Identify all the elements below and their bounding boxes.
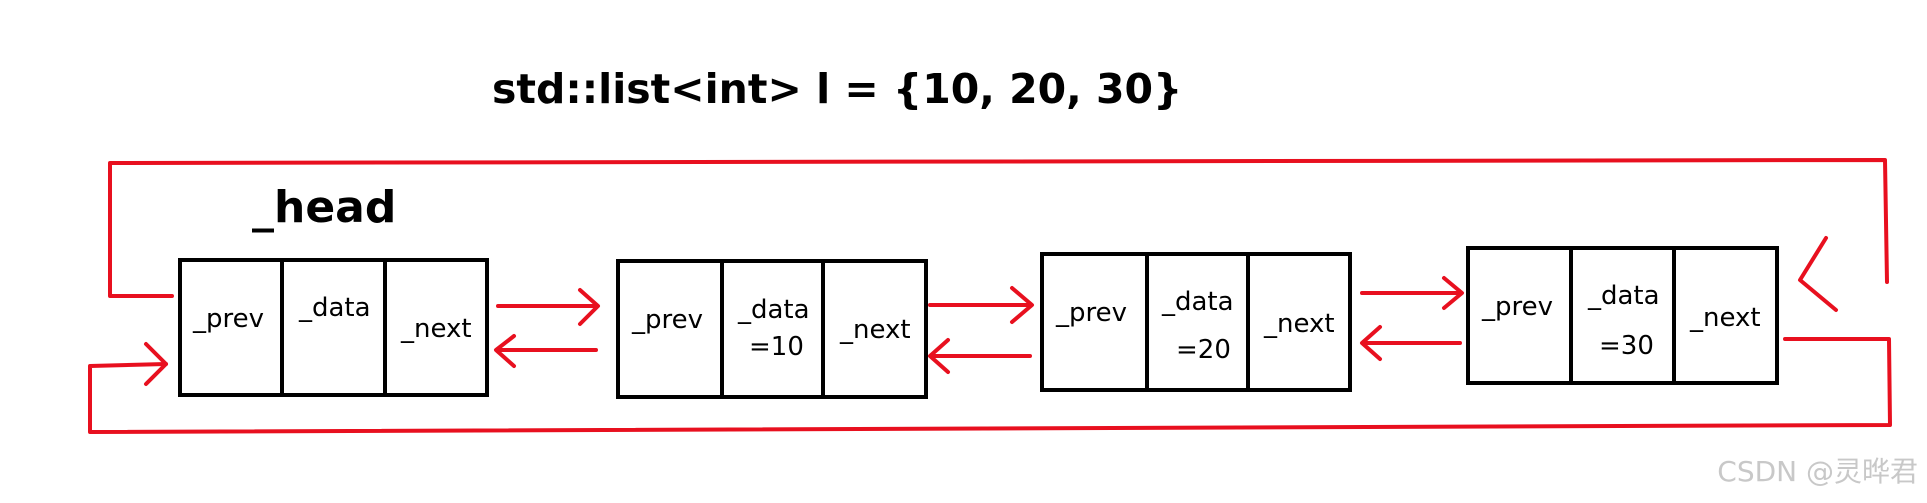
node-1: _prev _data =10 _next [616,259,928,399]
head-label: _head [252,182,396,233]
node-data-value: =30 [1599,331,1654,361]
node-prev-label: _prev [1055,298,1127,328]
top-wrap-link [108,158,1889,298]
prev-arrow [928,338,1032,374]
node-2-box [1040,252,1352,392]
node-head-box [178,258,489,397]
top-wrap-arrowhead [1798,236,1838,312]
bottom-wrap-link [88,337,1892,434]
node-prev-label: _prev [192,304,264,334]
node-prev-label: _prev [1481,292,1553,322]
node-3-box [1466,246,1779,385]
wrap-links [88,158,1892,434]
node-data-label: _data [298,293,371,323]
node-data-value: =10 [749,332,804,362]
next-arrow [1360,276,1464,310]
node-prev-label: _prev [631,305,703,335]
node-next-label: _next [839,315,911,345]
node-next-label: _next [1263,309,1335,339]
diagram-title: std::list<int> l = {10, 20, 30} [492,65,1182,113]
node-next-label: _next [400,314,472,344]
node-3: _prev _data =30 _next [1466,246,1779,385]
node-2: _prev _data =20 _next [1040,252,1352,392]
prev-arrow [1360,325,1462,361]
node-next-label: _next [1689,303,1761,333]
node-data-value: =20 [1176,335,1231,365]
link-arrows [494,276,1464,374]
prev-arrow [494,334,598,368]
node-1-box [616,259,928,399]
next-arrow [496,288,600,326]
node-head: _prev _data _next [178,258,489,397]
node-data-label: _data [1161,287,1234,317]
bottom-wrap-arrowhead [144,342,168,386]
next-arrow [928,286,1034,324]
watermark: CSDN @灵晔君 [1717,455,1918,488]
node-data-label: _data [737,295,810,325]
node-data-label: _data [1587,281,1660,311]
